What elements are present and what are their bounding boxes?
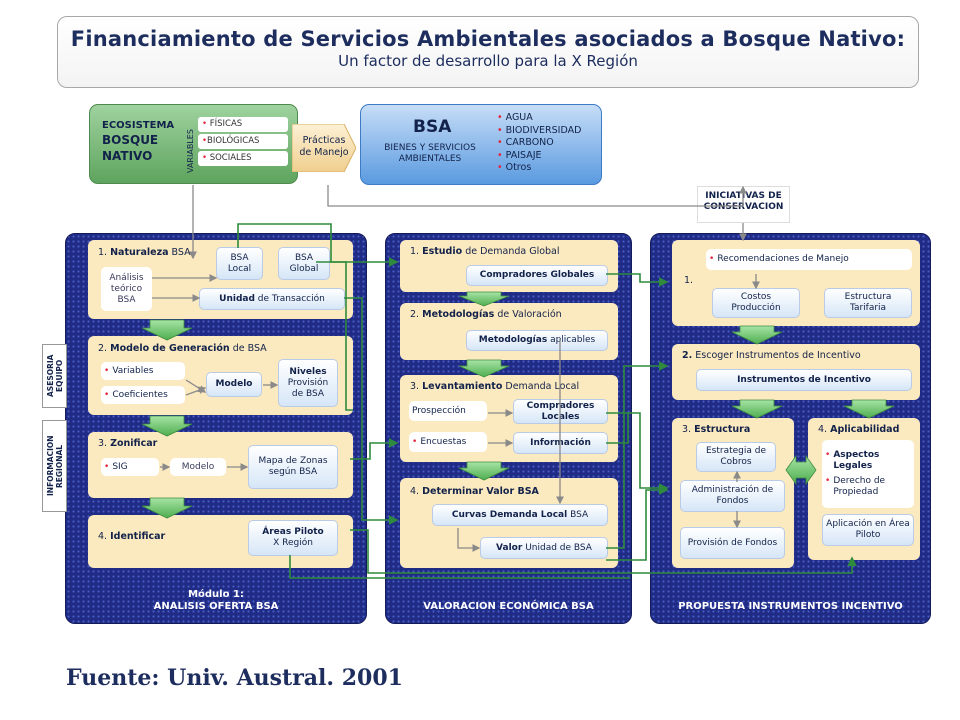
practices-arrow — [292, 124, 356, 172]
green-connectors — [237, 223, 857, 579]
bsa-title: BSA — [413, 117, 452, 137]
m2-p4-title: 4. Determinar Valor BSA — [410, 486, 539, 497]
bsa-item: •Otros — [497, 162, 532, 173]
ecosystem-label: ECOSISTEMA BOSQUE NATIVO — [102, 119, 174, 164]
ecosystem-label-main1: BOSQUE — [102, 133, 159, 147]
module-1-title: Módulo 1:ANALISIS OFERTA BSA — [153, 589, 279, 612]
informacion-tag: INFORMACION REGIONAL — [42, 420, 67, 512]
aspectos-legales-box: •Aspectos Legales •Derecho de Propiedad — [822, 440, 914, 508]
m2-panel-estudio: 1. Estudio de Demanda Global Compradores… — [400, 240, 618, 292]
bsa-item: •BIODIVERSIDAD — [497, 124, 582, 136]
module-3-title: PROPUESTA INSTRUMENTOS INCENTIVO — [678, 601, 903, 612]
m1-p3-title: 3. Zonificar — [98, 438, 158, 449]
title-box: Financiamiento de Servicios Ambientales … — [57, 16, 919, 88]
unidad-transaccion-box: Unidad de Transacción — [199, 288, 345, 310]
m3-panel-estructura: 3. Estructura Estrategia de Cobros Admin… — [672, 418, 794, 568]
aplicacion-area-piloto-box: Aplicación en Área Piloto — [822, 514, 914, 546]
bsa-item: •AGUA — [497, 112, 533, 123]
m3-p2-title: 2. Escoger Instrumentos de Incentivo — [682, 350, 861, 361]
eco-item-biologicas: •BIOLÓGICAS — [198, 134, 288, 149]
bsa-global-box: BSA Global — [278, 247, 330, 280]
m3-panel-2: 2. Escoger Instrumentos de Incentivo Ins… — [672, 344, 920, 400]
m2-p2-title: 2. Metodologías de Valoración — [410, 309, 562, 320]
m3-p3-title: 3. Estructura — [682, 424, 751, 435]
encuestas-box: •Encuestas — [409, 432, 487, 452]
sig-box: •SIG — [101, 458, 159, 476]
analisis-teorico-box: Análisis teórico BSA — [101, 267, 152, 311]
module-2-title: VALORACION ECONÓMICA BSA — [423, 601, 594, 612]
m1-p2-title: 2. Modelo de Generación de BSA — [98, 343, 267, 354]
administracion-fondos-box: Administración de Fondos — [680, 480, 785, 512]
m2-panel-metodologias: 2. Metodologías de Valoración Metodologí… — [400, 303, 618, 360]
variables-box: •Variables — [101, 362, 185, 380]
estructura-tarifaria-box: Estructura Tarifaria — [824, 288, 912, 318]
bsa-item: •PAISAJE — [497, 149, 542, 161]
grey-connectors — [152, 185, 760, 552]
bsa-items-list: •AGUA •BIODIVERSIDAD •CARBONO •PAISAJE •… — [497, 112, 581, 175]
asesoria-tag: ASESORIA EQUIPO — [42, 344, 67, 408]
ecosystem-variables-list: • FÍSICAS •BIOLÓGICAS • SOCIALES — [198, 117, 288, 168]
m2-panel-determinar: 4. Determinar Valor BSA Curvas Demanda L… — [400, 478, 618, 568]
curvas-demanda-box: Curvas Demanda Local BSA — [432, 504, 608, 526]
prospeccion-box: Prospección — [409, 401, 487, 421]
estrategia-cobros-box: Estrategia de Cobros — [696, 442, 776, 472]
valor-unidad-box: Valor Unidad de BSA — [480, 537, 608, 559]
source-caption: Fuente: Univ. Austral. 2001 — [66, 665, 403, 691]
compradores-globales-box: Compradores Globales — [466, 265, 608, 286]
mapa-zonas-box: Mapa de Zonas según BSA — [248, 445, 338, 489]
m3-p4-title: 4. Aplicabilidad — [818, 424, 900, 435]
eco-item-fisicas: • FÍSICAS — [198, 117, 288, 132]
bsa-box: BSA BIENES Y SERVICIOS AMBIENTALES •AGUA… — [360, 104, 602, 185]
m1-panel-modelo: 2. Modelo de Generación de BSA •Variable… — [88, 336, 353, 415]
coeficientes-box: •Coeficientes — [101, 386, 185, 404]
m1-p1-title: 1. Naturaleza BSA — [98, 247, 191, 258]
metodologias-aplicables-box: Metodologías aplicables — [466, 330, 608, 351]
bsa-local-box: BSA Local — [216, 247, 263, 280]
page-title: Financiamiento de Servicios Ambientales … — [70, 27, 906, 51]
instrumentos-incentivo-box: Instrumentos de Incentivo — [696, 369, 912, 391]
bsa-item: •CARBONO — [497, 137, 554, 148]
modelo-box: Modelo — [206, 372, 262, 397]
m2-p3-title: 3. Levantamiento Demanda Local — [410, 381, 580, 392]
m1-panel-zonificar: 3. Zonificar •SIG Modelo Mapa de Zonas s… — [88, 432, 353, 498]
eco-item-sociales: • SOCIALES — [198, 151, 288, 166]
costos-produccion-box: Costos Producción — [712, 288, 800, 318]
m3-panel-1: 1. •Recomendaciones de Manejo Costos Pro… — [672, 240, 920, 326]
page-subtitle: Un factor de desarrollo para la X Región — [338, 52, 638, 70]
m1-p4-title: 4. Identificar — [98, 531, 166, 542]
chevrons — [141, 291, 895, 519]
ecosystem-label-top: ECOSISTEMA — [102, 120, 175, 131]
provision-fondos-box: Provisión de Fondos — [680, 527, 785, 559]
recomendaciones-box: •Recomendaciones de Manejo — [706, 249, 912, 270]
ecosystem-label-main2: NATIVO — [102, 149, 153, 163]
m3-p1-title: 1. — [684, 275, 694, 286]
bsa-subtitle: BIENES Y SERVICIOS AMBIENTALES — [384, 143, 476, 164]
m2-p1-title: 1. Estudio de Demanda Global — [410, 246, 560, 257]
m1-panel-naturaleza: 1. Naturaleza BSA Análisis teórico BSA B… — [88, 240, 353, 319]
modelo-zonificar-box: Modelo — [170, 458, 226, 476]
m3-panel-aplicabilidad: 4. Aplicabilidad •Aspectos Legales •Dere… — [808, 418, 920, 560]
